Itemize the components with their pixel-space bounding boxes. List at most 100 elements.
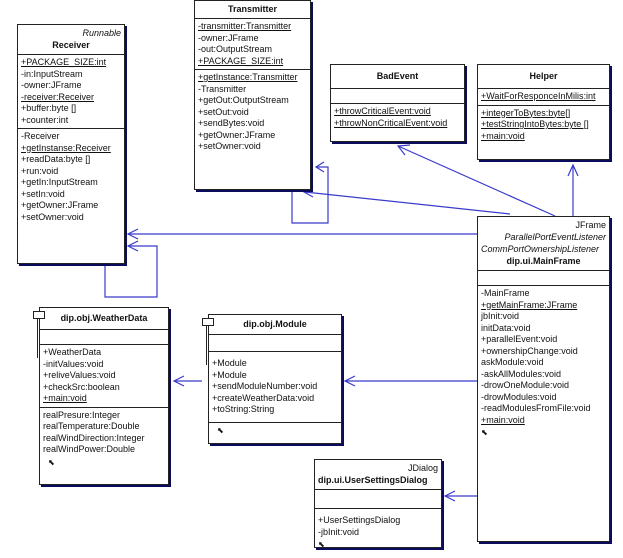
- association-mainframe-badevent[interactable]: [397, 145, 556, 217]
- member-item[interactable]: -askAllModules:void: [481, 368, 562, 379]
- stereotype-label: JDialog: [407, 463, 438, 473]
- class-module[interactable]: dip.obj.Module +Module+Module+sendModule…: [202, 314, 342, 444]
- member-item[interactable]: -transmitter:Transmitter: [198, 21, 292, 31]
- resize-handle-icon[interactable]: ⬉: [48, 457, 55, 467]
- package-icon: [33, 311, 45, 358]
- operations-section: -Receiver+getInstanse:Receiver+readData:…: [18, 129, 124, 225]
- member-item[interactable]: -drowOneModule:void: [481, 380, 570, 390]
- resize-handle-icon[interactable]: ⬉: [318, 540, 325, 549]
- member-item[interactable]: +UserSettingsDialog: [318, 515, 401, 525]
- member-item[interactable]: +WeatherData: [43, 347, 102, 357]
- member-item[interactable]: +getIn:InputStream: [21, 177, 98, 187]
- member-item[interactable]: +reliveValues:void: [43, 370, 116, 380]
- member-item[interactable]: +readData:byte []: [21, 154, 91, 164]
- attributes-section: [315, 490, 441, 509]
- arrowhead-icon: [126, 240, 139, 252]
- member-item[interactable]: initData:void: [481, 322, 531, 333]
- member-item[interactable]: +counter:int: [21, 114, 69, 125]
- class-name: BadEvent: [376, 71, 419, 81]
- attributes-section: [331, 89, 464, 104]
- attributes-section: -transmitter:Transmitter-owner:JFrame-ou…: [195, 19, 310, 70]
- attributes-section: [478, 271, 609, 286]
- class-mainframe[interactable]: JFrame ParallelPortEventListener CommPor…: [477, 216, 610, 542]
- member-item[interactable]: askModule:void: [481, 357, 544, 367]
- member-item[interactable]: -Transmitter: [198, 83, 247, 94]
- association-receiver-self[interactable]: [104, 245, 158, 298]
- operations-section: +getInstance:Transmitter-Transmitter+get…: [195, 70, 310, 155]
- member-item[interactable]: +PACKAGE_SIZE:int: [198, 55, 284, 66]
- member-item[interactable]: +getInstanse:Receiver: [21, 142, 111, 153]
- member-item[interactable]: +parallelEvent:void: [481, 334, 558, 344]
- arrowhead-icon: [126, 228, 139, 240]
- class-name: Helper: [529, 71, 558, 81]
- arrowhead-icon: [567, 163, 579, 177]
- member-item[interactable]: +setIn:void: [21, 188, 65, 199]
- member-item[interactable]: +main:void: [43, 393, 87, 403]
- class-name: dip.obj.WeatherData: [60, 313, 148, 323]
- member-item[interactable]: realWindPower:Double: [43, 444, 136, 454]
- member-item[interactable]: jbInit:void: [481, 311, 520, 321]
- member-item[interactable]: +getOut:OutputStream: [198, 95, 289, 105]
- member-item[interactable]: +setOwner:void: [198, 141, 261, 151]
- member-item[interactable]: +throwCriticalEvent:void: [334, 106, 431, 116]
- member-item[interactable]: +throwNonCriticalEvent:void: [334, 117, 448, 128]
- member-item[interactable]: +buffer:byte []: [21, 103, 77, 113]
- member-item[interactable]: -receiver:Receiver: [21, 91, 95, 102]
- member-item[interactable]: +Module: [212, 369, 247, 380]
- operations-section: +WeatherData-initValues:void+reliveValue…: [40, 345, 168, 408]
- class-helper[interactable]: Helper +WaitForResponceInMilis:int +inte…: [477, 64, 610, 160]
- resize-handle-icon[interactable]: ⬉: [217, 425, 224, 435]
- member-item[interactable]: -owner:JFrame: [198, 32, 259, 43]
- association-mainframe-transmitter[interactable]: [304, 191, 511, 215]
- member-item[interactable]: +main:void: [481, 130, 525, 141]
- member-item[interactable]: +sendBytes:void: [198, 118, 265, 128]
- member-item[interactable]: +checkSrc:boolean: [43, 381, 120, 392]
- member-item[interactable]: +main:void: [481, 414, 525, 425]
- member-item[interactable]: realPresure:Integer: [43, 409, 121, 420]
- member-item[interactable]: +setOwner:void: [21, 211, 84, 222]
- stereotype-jframe: JFrame: [575, 220, 606, 230]
- member-item[interactable]: +getInstance:Transmitter: [198, 72, 298, 82]
- member-item[interactable]: realTemperature:Double: [43, 421, 140, 431]
- member-item[interactable]: realWindDirection:Integer: [43, 432, 145, 443]
- member-item[interactable]: -out:OutputStream: [198, 44, 273, 54]
- member-item[interactable]: +getMainFrame:JFrame: [481, 299, 578, 310]
- resize-handle-icon[interactable]: ⬉: [481, 428, 488, 437]
- member-item[interactable]: -Receiver: [21, 131, 60, 141]
- attributes-section: [40, 330, 168, 345]
- operations-section: +throwCriticalEvent:void+throwNonCritica…: [331, 104, 464, 131]
- member-item[interactable]: +toString:String: [212, 404, 275, 414]
- class-weatherdata[interactable]: dip.obj.WeatherData +WeatherData-initVal…: [33, 307, 169, 485]
- member-item[interactable]: +getOwner:JFrame: [21, 200, 99, 210]
- member-item[interactable]: -MainFrame: [481, 288, 530, 298]
- member-item[interactable]: -owner:JFrame: [21, 80, 82, 90]
- class-transmitter[interactable]: Transmitter -transmitter:Transmitter-own…: [194, 0, 311, 190]
- stereotype-label: Runnable: [82, 28, 121, 38]
- member-item[interactable]: +testStringIntoBytes:byte []: [481, 119, 589, 129]
- association-transmitter-self[interactable]: [291, 166, 329, 224]
- member-item[interactable]: +getOwner:JFrame: [198, 129, 276, 140]
- member-item[interactable]: +WaitForResponceInMilis:int: [481, 91, 596, 101]
- member-item[interactable]: +PACKAGE_SIZE:int: [21, 57, 107, 67]
- class-name: dip.ui.MainFrame: [506, 256, 581, 266]
- member-item[interactable]: +run:void: [21, 165, 59, 176]
- member-item[interactable]: +createWeatherData:void: [212, 392, 315, 403]
- member-item[interactable]: +setOut:void: [198, 106, 249, 117]
- class-receiver[interactable]: Runnable Receiver +PACKAGE_SIZE:int-in:I…: [17, 24, 125, 264]
- member-item[interactable]: -initValues:void: [43, 358, 104, 369]
- member-item[interactable]: -in:InputStream: [21, 68, 83, 79]
- member-item[interactable]: -readModulesFromFile:void: [481, 403, 591, 413]
- member-item[interactable]: +sendModuleNumber:void: [212, 381, 318, 391]
- member-item[interactable]: -jbInit:void: [318, 526, 360, 537]
- stereotype-parallelport: ParallelPortEventListener: [504, 232, 606, 242]
- class-badevent[interactable]: BadEvent +throwCriticalEvent:void+throwN…: [330, 64, 465, 142]
- member-item[interactable]: +integerToBytes:byte[]: [481, 107, 571, 118]
- class-usersettingsdialog[interactable]: JDialog dip.ui.UserSettingsDialog +UserS…: [314, 459, 442, 549]
- member-item[interactable]: +ownershipChange:void: [481, 345, 578, 356]
- stereotype-commport: CommPortOwnershipListener: [481, 244, 600, 254]
- member-item[interactable]: -drowModules:void: [481, 391, 557, 402]
- arrowhead-icon: [343, 375, 356, 387]
- member-item[interactable]: +Module: [212, 358, 247, 368]
- operations-section: +Module+Module+sendModuleNumber:void+cre…: [209, 352, 341, 423]
